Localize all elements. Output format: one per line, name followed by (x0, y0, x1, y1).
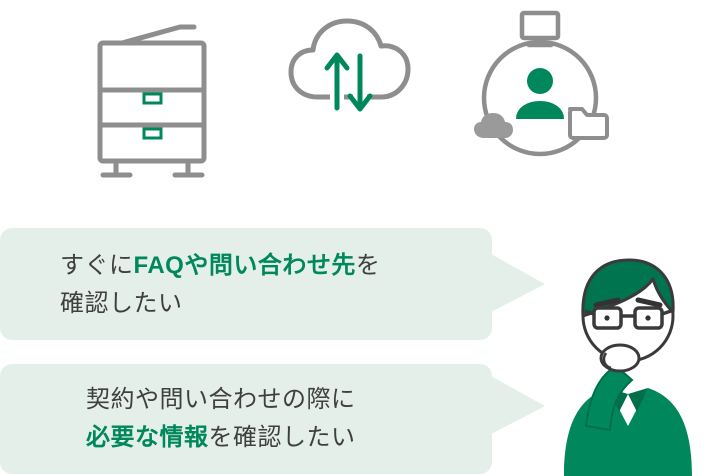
eyebrows (593, 297, 663, 308)
lapel-right (628, 388, 648, 412)
bubble-1-suffix: を (355, 252, 381, 279)
bubble-1-line-2: 確認したい (60, 285, 492, 323)
bubble-1-prefix: すぐに (60, 252, 134, 279)
bubble-2-line1-text: 契約や問い合わせの際に (86, 386, 356, 413)
download-arrow-head (347, 93, 373, 112)
printer-icon-svg (97, 24, 207, 178)
bubble-2-line-2: 必要な情報を確認したい (86, 419, 492, 457)
arm-sleeve (584, 364, 634, 432)
printer-left-foot (100, 158, 133, 178)
cloud-upload-download-icon (284, 8, 416, 127)
bubble-1-tail (491, 254, 545, 312)
printer-feeder (119, 24, 197, 46)
person-svg (564, 258, 692, 476)
bubble-1-highlight: FAQや問い合わせ先 (133, 252, 356, 279)
speech-bubble-info: 契約や問い合わせの際に 必要な情報を確認したい (0, 364, 545, 474)
bubble-2-tail (491, 376, 545, 434)
person-icon (516, 68, 564, 119)
bubble-2-line-1: 契約や問い合わせの際に (86, 381, 492, 419)
hand-on-chin (599, 343, 641, 373)
bubble-1-line-1: すぐにFAQや問い合わせ先を (60, 247, 492, 285)
cloud-outline (288, 18, 411, 100)
thinking-person-illustration (550, 250, 708, 476)
bubble-2-highlight: 必要な情報 (86, 424, 209, 451)
network-icon-svg (474, 10, 609, 157)
printer-right-foot (172, 158, 205, 178)
cloud-icon-svg (288, 18, 411, 112)
printer-drawer-handle-1 (142, 92, 163, 105)
folder-icon (568, 107, 609, 140)
small-cloud-icon (474, 113, 513, 138)
left-eye (604, 315, 610, 321)
multifunction-printer-icon (90, 14, 215, 191)
bubble-2-suffix: を確認したい (208, 424, 356, 451)
right-eye (645, 315, 651, 321)
upload-arrow-head (324, 52, 350, 71)
printer-drawer-handle-2 (142, 127, 163, 140)
monitor-icon (519, 10, 561, 48)
bubble-1-line2-text: 確認したい (60, 290, 183, 317)
user-device-network-icon (470, 10, 612, 167)
speech-bubble-faq: すぐにFAQや問い合わせ先を 確認したい (0, 228, 545, 340)
